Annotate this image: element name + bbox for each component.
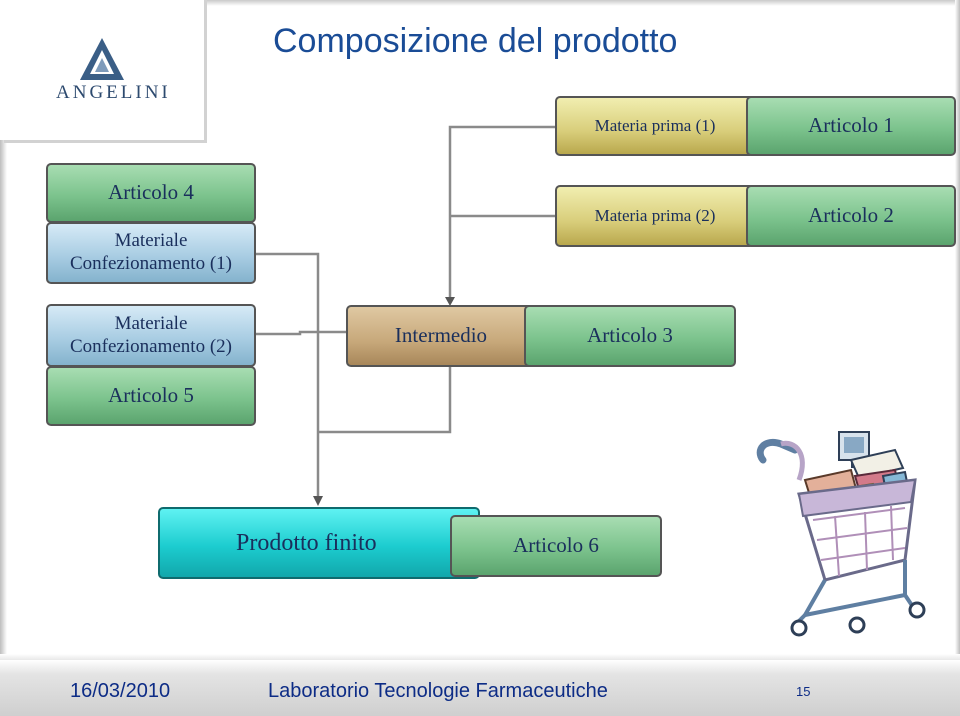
footer-page-number: 15 — [796, 684, 811, 699]
frame-top — [4, 0, 956, 6]
box-materia-prima-2: Materia prima (2) — [555, 185, 755, 247]
box-articolo-2: Articolo 2 — [746, 185, 956, 247]
arrow-head-intermedio — [445, 297, 455, 306]
frame-left — [0, 140, 7, 660]
connector-intermedio — [318, 362, 452, 434]
box-articolo-5: Articolo 5 — [46, 366, 256, 426]
box-articolo-4: Articolo 4 — [46, 163, 256, 223]
mc1-line1: Materiale — [114, 230, 188, 252]
arrow-head-finished — [313, 496, 323, 506]
mc1-line2: Confezionamento (1) — [70, 253, 232, 274]
connector-mp1 — [448, 125, 558, 300]
connector-mc1 — [254, 252, 320, 500]
footer-date: 16/03/2010 — [70, 680, 171, 702]
mc2-line1: Materiale — [114, 312, 188, 334]
mc2-line2: Confezionamento (2) — [70, 335, 232, 357]
logo-panel: ANGELINI — [4, 0, 207, 143]
box-articolo-6: Articolo 6 — [450, 515, 662, 577]
footer-strip — [0, 654, 960, 664]
box-intermedio: Intermedio — [346, 305, 536, 367]
frame-right — [955, 0, 960, 660]
page-title: Composizione del prodotto — [273, 22, 678, 60]
box-materia-prima-1: Materia prima (1) — [555, 96, 755, 156]
footer-course: Laboratorio Tecnologie Farmaceutiche — [268, 680, 608, 702]
logo-text: ANGELINI — [56, 82, 171, 103]
footer-bar — [0, 660, 960, 716]
box-materiale-confezionamento-2: Materiale Confezionamento (2) — [46, 304, 256, 367]
shopping-cart-icon — [756, 431, 926, 637]
box-prodotto-finito: Prodotto finito — [158, 507, 480, 579]
box-materiale-confezionamento-1: Materiale Confezionamento (1) — [46, 222, 256, 284]
angelini-logo-icon — [80, 38, 124, 80]
connector-mc2 — [254, 330, 348, 336]
box-articolo-3: Articolo 3 — [524, 305, 736, 367]
box-articolo-1: Articolo 1 — [746, 96, 956, 156]
